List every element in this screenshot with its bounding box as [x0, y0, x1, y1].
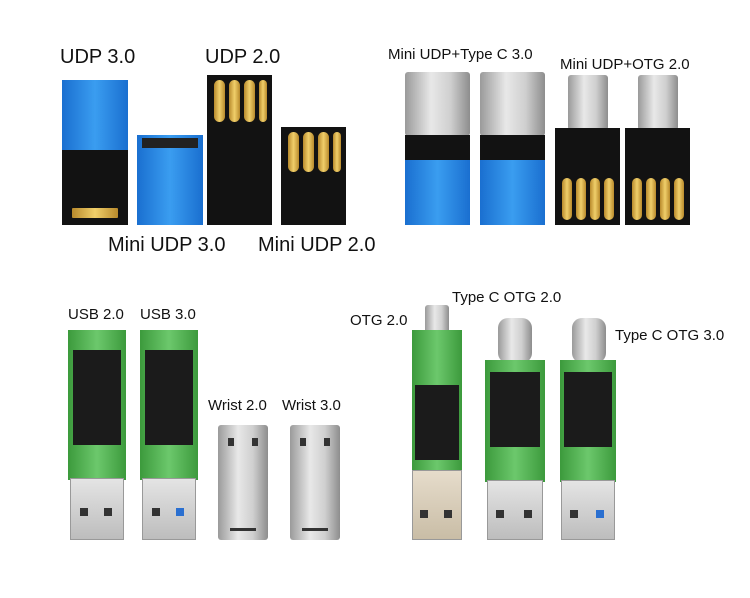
label-wrist-3: Wrist 3.0 — [282, 397, 341, 414]
label-mini-udp-3: Mini UDP 3.0 — [108, 234, 226, 256]
label-mini-udp-2: Mini UDP 2.0 — [258, 234, 376, 256]
label-wrist-2: Wrist 2.0 — [208, 397, 267, 414]
label-usb-3: USB 3.0 — [140, 306, 196, 323]
label-udp-2: UDP 2.0 — [205, 46, 281, 68]
label-usb-2: USB 2.0 — [68, 306, 124, 323]
label-mini-udp-typec-3: Mini UDP+Type C 3.0 — [388, 46, 533, 63]
label-udp-3: UDP 3.0 — [60, 46, 136, 68]
label-otg-2: OTG 2.0 — [350, 312, 408, 329]
label-typec-otg-3: Type C OTG 3.0 — [615, 327, 725, 344]
label-mini-udp-otg-2: Mini UDP+OTG 2.0 — [560, 56, 690, 73]
label-typec-otg-2: Type C OTG 2.0 — [452, 289, 562, 306]
